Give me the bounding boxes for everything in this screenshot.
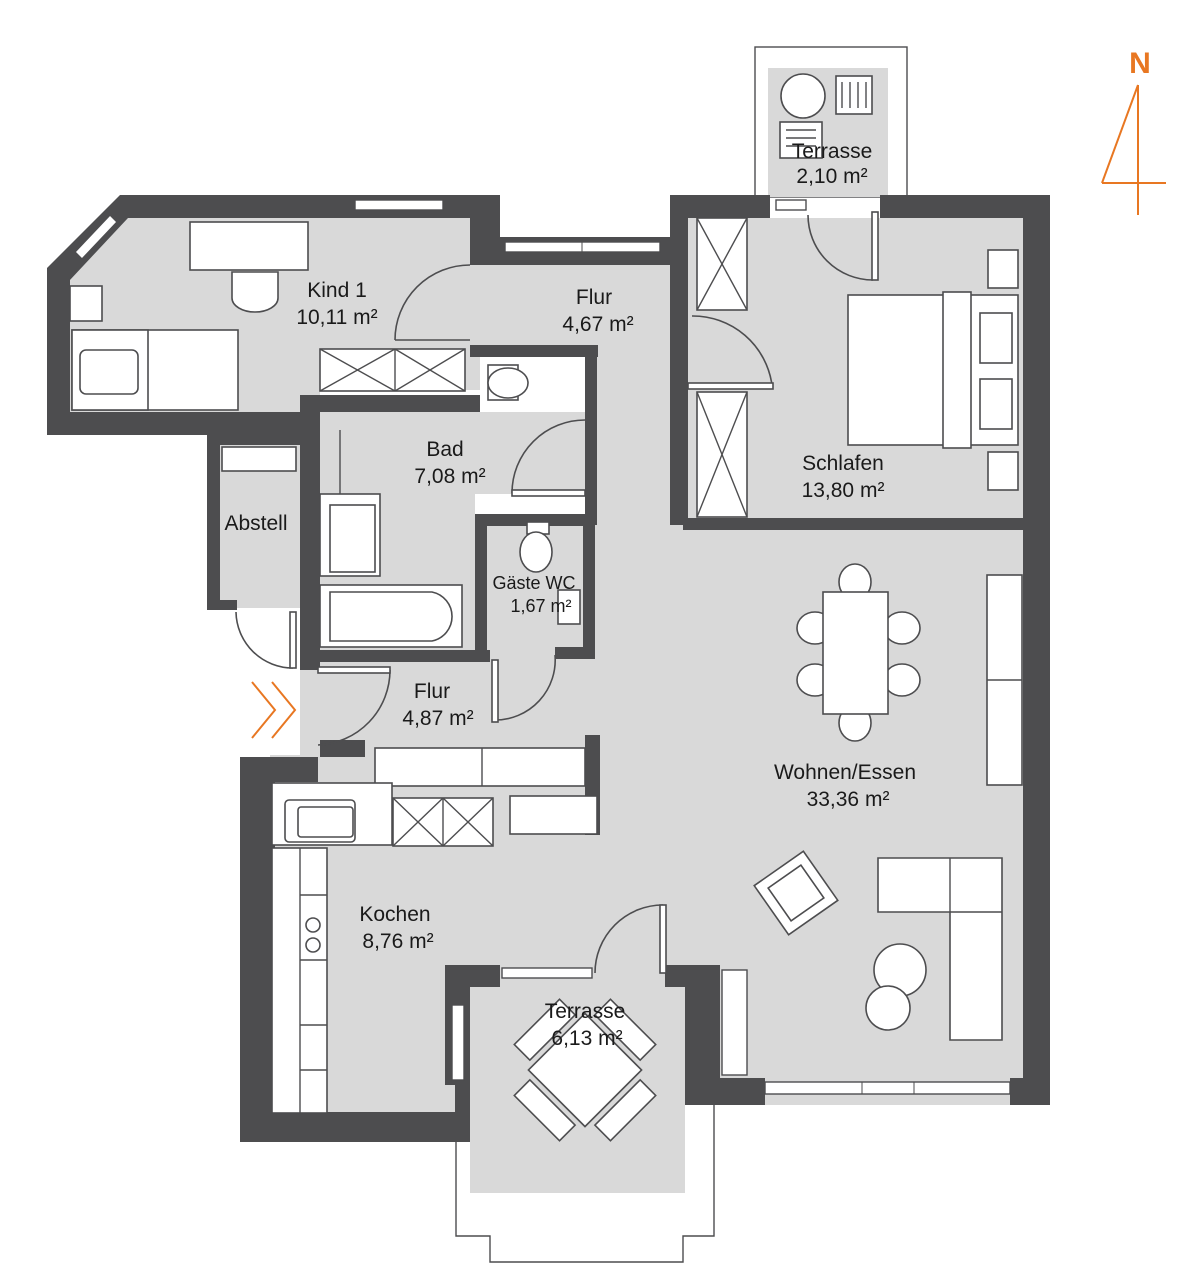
room-area-kind1: 10,11 m²: [296, 306, 377, 329]
room-name-kind1: Kind 1: [307, 279, 367, 302]
room-area-schlafen: 13,80 m²: [802, 479, 885, 502]
furniture-kind: [69, 221, 466, 411]
room-area-gaeste-wc: 1,67 m²: [510, 596, 571, 616]
room-name-kochen: Kochen: [359, 903, 430, 926]
doors: [235, 211, 879, 974]
room-name-bad: Bad: [426, 438, 463, 461]
room-area-terrasse-bottom: 6,13 m²: [551, 1027, 622, 1050]
furniture-terrace-top: [779, 73, 873, 159]
room-area-bad: 7,08 m²: [414, 465, 485, 488]
room-name-abstell: Abstell: [224, 512, 287, 535]
windows: [74, 199, 1011, 1095]
furniture-schlafen: [696, 217, 1019, 518]
north-arrow-icon: N: [1101, 47, 1166, 215]
room-name-schlafen: Schlafen: [802, 452, 884, 475]
walls: [47, 195, 1050, 1142]
room-name-terrasse-top: Terrasse: [792, 140, 873, 163]
room-name-wohnen-essen: Wohnen/Essen: [774, 761, 916, 784]
room-name-terrasse-bottom: Terrasse: [545, 1000, 626, 1023]
room-name-gaeste-wc: Gäste WC: [492, 573, 575, 593]
furniture-wohnen: [753, 563, 1023, 1041]
furniture-kochen: [271, 747, 598, 1114]
furniture-abstell: [221, 446, 297, 472]
north-label: N: [1129, 47, 1151, 80]
room-area-wohnen-essen: 33,36 m²: [807, 788, 890, 811]
entrance-arrow-icon: [251, 681, 297, 739]
furniture-bad: [319, 364, 581, 648]
room-area-kochen: 8,76 m²: [362, 930, 433, 953]
room-area-flur-top: 4,67 m²: [562, 313, 633, 336]
furniture-terrace-bottom: [513, 998, 657, 1142]
room-name-flur-bottom: Flur: [414, 680, 450, 703]
room-labels: Terrasse 2,10 m² Kind 1 10,11 m² Flur 4,…: [224, 140, 916, 1050]
room-name-flur-top: Flur: [576, 286, 612, 309]
room-area-terrasse-top: 2,10 m²: [796, 165, 867, 188]
room-area-flur-bottom: 4,87 m²: [402, 707, 473, 730]
